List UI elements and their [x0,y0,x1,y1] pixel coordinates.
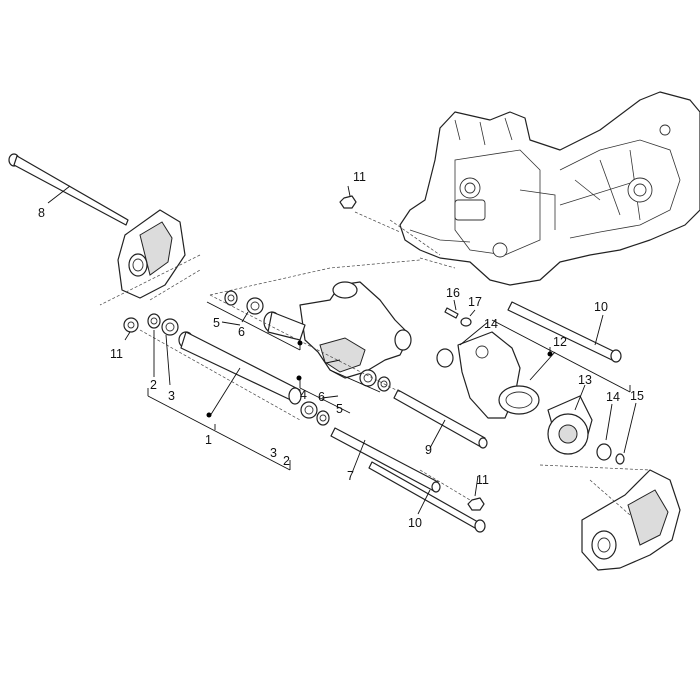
callout-13: 13 [578,373,592,387]
callout-11-lower: 11 [476,473,489,487]
callout-17: 17 [468,295,482,309]
bolt-10-upper [507,301,622,363]
callout-2-left: 2 [150,378,157,392]
callout-10-lower: 10 [408,516,422,530]
callout-6-upper: 6 [238,325,245,339]
callout-8: 8 [38,206,45,220]
callout-4: 4 [300,388,307,402]
leader-lines [47,185,637,515]
callout-10-upper: 10 [594,300,608,314]
callout-16: 16 [446,286,460,300]
silent-block-13 [547,395,593,455]
bushing-14-upper [436,348,454,368]
shaft-7 [330,427,441,493]
callout-1: 1 [205,433,212,447]
callout-11-left: 11 [110,347,123,361]
callout-12: 12 [553,335,567,349]
shaft-1 [178,331,302,405]
callout-3-left: 3 [168,389,175,403]
long-bolt-8 [8,153,129,226]
callout-9: 9 [425,443,432,457]
callout-5-lower: 5 [336,402,343,416]
callout-7: 7 [347,469,354,483]
bushings-left [123,290,391,426]
callout-5-upper: 5 [213,316,220,330]
left-side-cover [117,209,186,299]
bolt-16-washer-17 [444,307,472,327]
callout-11-top: 11 [353,170,366,184]
right-side-cover [581,469,681,571]
callout-14-upper: 14 [484,317,498,331]
callout-2-lower: 2 [283,454,290,468]
callout-14-lower: 14 [606,390,620,404]
shaft-9 [393,389,488,449]
nuts-11 [339,195,485,511]
engine-crankcase [399,91,700,286]
swing-arm-link [263,281,412,379]
alignment-lines [99,211,651,516]
bushing-14-lower [596,443,625,465]
callout-labels: 8 11 11 2 3 1 5 6 4 6 5 3 2 7 9 10 11 16… [38,170,644,530]
bolt-10-lower [368,461,486,533]
callout-6-lower: 6 [318,390,325,404]
callout-3-lower: 3 [270,446,277,460]
callout-15: 15 [630,389,644,403]
bracket-12 [457,331,540,419]
